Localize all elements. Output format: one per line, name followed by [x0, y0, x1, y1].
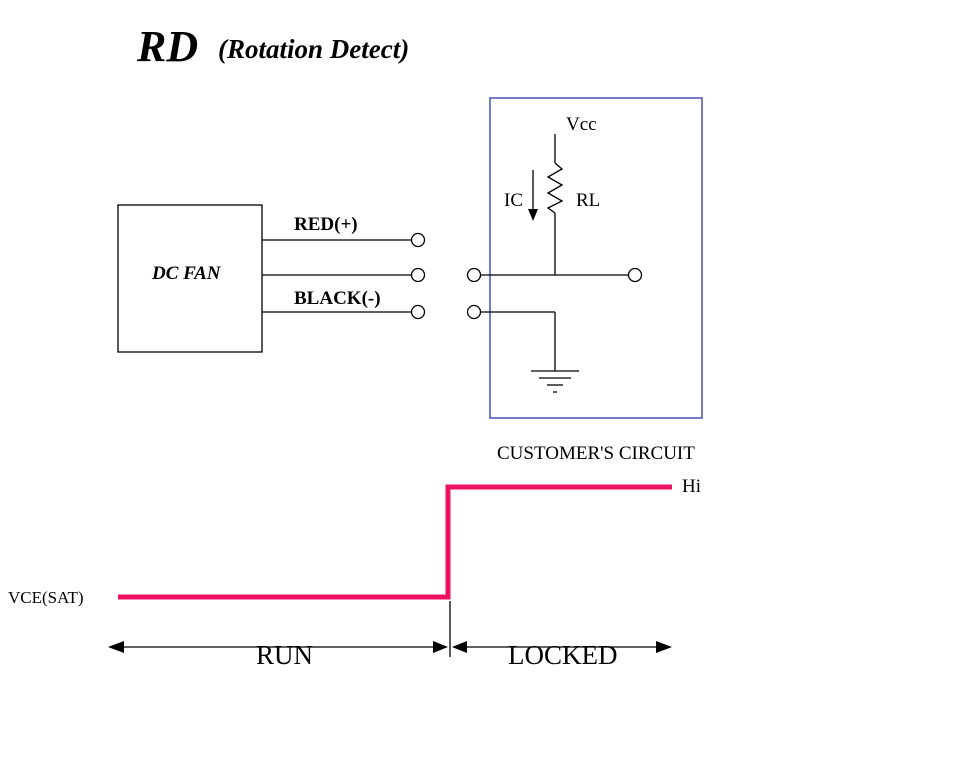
waveform-line	[118, 484, 672, 600]
output-terminal	[627, 267, 643, 283]
current-arrow-head	[528, 209, 538, 221]
ground-input-terminal	[466, 304, 482, 320]
locked-left-arrowhead	[452, 641, 467, 653]
customer-circuit-box	[489, 97, 703, 419]
black-wire-terminal	[410, 304, 426, 320]
run-right-arrowhead	[433, 641, 448, 653]
resistor-symbol	[546, 162, 564, 214]
run-label: RUN	[256, 640, 313, 670]
locked-right-arrowhead	[656, 641, 672, 653]
dc-fan-label: DC FAN	[151, 263, 222, 284]
locked-label: LOCKED	[508, 640, 618, 670]
black-wire-label: BLACK(-)	[294, 288, 381, 309]
run-left-arrowhead	[108, 641, 124, 653]
resistor-label: RL	[576, 190, 600, 211]
sense-wire-terminal	[410, 267, 426, 283]
circuit-caption: CUSTOMER'S CIRCUIT	[497, 443, 695, 464]
waveform-low-label: VCE(SAT)	[8, 588, 84, 607]
red-wire-terminal	[410, 232, 426, 248]
ground-symbol	[531, 370, 579, 393]
page-title: RD	[136, 22, 198, 71]
circuit-input-terminal	[466, 267, 482, 283]
page-subtitle: (Rotation Detect)	[218, 34, 409, 64]
vcc-label: Vcc	[566, 114, 597, 135]
current-label: IC	[504, 190, 523, 211]
waveform-high-label: Hi	[682, 476, 701, 497]
dc-fan-box	[117, 204, 263, 353]
red-wire-label: RED(+)	[294, 214, 358, 235]
